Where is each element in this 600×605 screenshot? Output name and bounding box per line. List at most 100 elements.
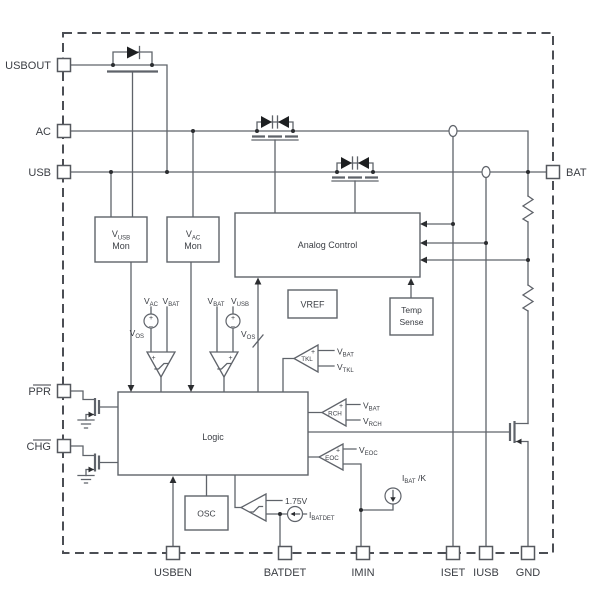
hysteresis-icon: [249, 505, 264, 513]
svg-text:VUSB: VUSB: [231, 296, 249, 308]
svg-text:VBAT: VBAT: [337, 347, 354, 359]
body-diode-icon: [341, 157, 352, 169]
pin-label: AC: [36, 126, 51, 138]
block-vusb-mon: VUSB Mon: [94, 216, 148, 263]
svg-text:+: +: [311, 349, 315, 356]
comparator-tkl: TKL + VBAT VTKL: [292, 343, 354, 374]
pin-label: IUSB: [473, 567, 499, 579]
pin-chg: CHG: [27, 438, 72, 454]
svg-text:VOS: VOS: [130, 328, 144, 340]
ibatk-imin-nets: [360, 503, 394, 548]
body-arrow-icon: [88, 411, 94, 418]
body-diode-icon: [358, 157, 369, 169]
svg-text:RCH: RCH: [328, 411, 342, 418]
svg-text:VBAT: VBAT: [163, 296, 180, 308]
pin-ac: AC: [36, 123, 72, 139]
bus-slash: [252, 334, 264, 348]
resistor-top: [521, 195, 535, 223]
chip-boundary: [62, 32, 554, 554]
svg-text:Logic: Logic: [202, 432, 224, 442]
iusb-sense-node: [481, 165, 491, 179]
mosfet-usbout-switch: [107, 45, 158, 73]
comparator-rch: RCH + VBAT VRCH: [320, 397, 382, 428]
pin-label: USB: [28, 167, 51, 179]
body-arrow-icon: [88, 466, 94, 473]
pin-label: CHG: [27, 441, 51, 453]
svg-text:VTKL: VTKL: [337, 362, 354, 374]
svg-text:+: +: [151, 355, 155, 362]
svg-text:VRCH: VRCH: [363, 416, 382, 428]
pin-label: BATDET: [264, 567, 307, 579]
svg-text:VBAT: VBAT: [208, 296, 225, 308]
pin-iset: ISET: [441, 545, 466, 579]
usb-net: [69, 171, 548, 218]
comparator-ac-bat: + – + VAC VBAT VOS: [130, 296, 180, 379]
body-diode-icon: [261, 116, 272, 128]
comparator-bat-usb: + – + VBAT VUSB VOS: [208, 296, 255, 379]
svg-text:TKL: TKL: [301, 356, 313, 363]
svg-text:+: +: [339, 403, 343, 410]
analog-sense-nets: [423, 223, 529, 261]
ac-net: [69, 130, 529, 218]
body-diode-icon: [127, 46, 139, 59]
svg-text:+: +: [228, 355, 232, 362]
usbout-net: [69, 64, 168, 218]
pin-label: IMIN: [351, 567, 374, 579]
comparator-eoc: EOC + VEOC: [317, 442, 378, 472]
block-analog-control: Analog Control: [234, 212, 421, 278]
svg-text:Analog Control: Analog Control: [298, 240, 358, 250]
svg-text:VEOC: VEOC: [359, 445, 378, 457]
svg-text:VOS: VOS: [241, 329, 255, 341]
block-osc: OSC: [184, 495, 229, 531]
pin-gnd: GND: [516, 545, 541, 579]
pin-iusb: IUSB: [473, 545, 499, 579]
mosfet-chg-open-drain: [77, 453, 101, 484]
svg-text:VUSB: VUSB: [112, 229, 130, 241]
mosfet-usb-pass: [331, 156, 379, 182]
pin-batdet: BATDET: [264, 545, 307, 579]
offset-source: [143, 313, 159, 329]
svg-text:VBAT: VBAT: [363, 401, 380, 413]
svg-text:Temp: Temp: [401, 305, 422, 315]
mosfet-ppr-open-drain: [77, 398, 101, 429]
pin-usben: USBEN: [154, 545, 192, 579]
block-vac-mon: VAC Mon: [166, 216, 220, 263]
comparator-batdet: 1.75V: [239, 492, 308, 523]
resistor-bottom: [521, 284, 535, 312]
eoc-nets: [307, 448, 362, 511]
mosfet-ac-pass: [251, 115, 299, 141]
pin-bat: BAT: [545, 164, 587, 180]
pin-label: USBEN: [154, 567, 192, 579]
svg-text:IBAT /K: IBAT /K: [402, 473, 426, 485]
current-arrow-icon: [290, 511, 295, 517]
svg-text:IBATDET: IBATDET: [309, 510, 335, 522]
svg-text:OSC: OSC: [197, 509, 215, 519]
svg-text:1.75V: 1.75V: [285, 496, 308, 506]
pin-label: GND: [516, 567, 541, 579]
svg-text:Mon: Mon: [184, 241, 202, 251]
svg-text:+: +: [231, 315, 235, 322]
ground-icon: [77, 419, 95, 429]
mosfet-charge-output: [508, 421, 522, 445]
svg-text:VREF: VREF: [300, 300, 325, 310]
current-source-ibatdet: IBATDET: [286, 505, 335, 522]
svg-text:VAC: VAC: [186, 229, 201, 241]
body-diode-icon: [278, 116, 289, 128]
svg-text:–: –: [231, 324, 235, 331]
current-arrow-icon: [390, 497, 396, 502]
pin-label: PPR: [28, 386, 51, 398]
svg-text:EOC: EOC: [325, 455, 339, 462]
pin-ppr: PPR: [28, 383, 72, 399]
batdet-nets: [234, 474, 308, 548]
svg-text:+: +: [336, 448, 340, 455]
ground-icon: [77, 474, 95, 484]
block-vref: VREF: [287, 289, 338, 319]
tkl-nets: [282, 349, 335, 393]
hysteresis-icon: [154, 362, 169, 370]
pin-label: USBOUT: [5, 60, 51, 72]
body-arrow-icon: [516, 438, 522, 445]
pin-imin: IMIN: [351, 545, 375, 579]
comparator-input-nets: [150, 306, 234, 353]
